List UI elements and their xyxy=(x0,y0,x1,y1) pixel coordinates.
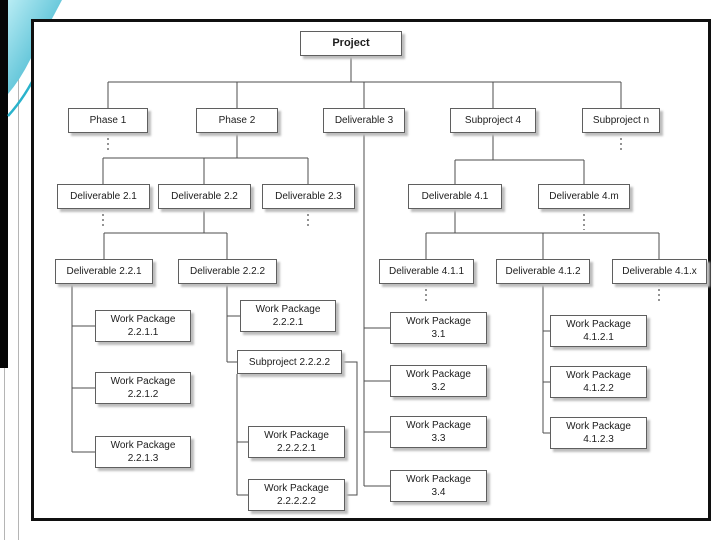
node-deliverable-2-2-2: Deliverable 2.2.2 xyxy=(178,259,277,284)
node-deliverable-4-1-x: Deliverable 4.1.x xyxy=(612,259,707,284)
node-phase-1: Phase 1 xyxy=(68,108,148,133)
left-strip-line xyxy=(18,0,19,540)
node-deliverable-4-1-1: Deliverable 4.1.1 xyxy=(379,259,474,284)
node-deliverable-3: Deliverable 3 xyxy=(323,108,405,133)
left-black-bar xyxy=(0,0,8,368)
node-deliverable-2-2: Deliverable 2.2 xyxy=(158,184,251,209)
node-project: Project xyxy=(300,31,402,56)
node-phase-2: Phase 2 xyxy=(196,108,278,133)
node-deliverable-4-m: Deliverable 4.m xyxy=(538,184,630,209)
node-subproject-n: Subproject n xyxy=(582,108,660,133)
node-subproject-2-2-2-2: Subproject 2.2.2.2 xyxy=(237,350,342,374)
node-deliverable-2-2-1: Deliverable 2.2.1 xyxy=(55,259,153,284)
node-deliverable-4-1: Deliverable 4.1 xyxy=(408,184,502,209)
node-deliverable-2-1: Deliverable 2.1 xyxy=(57,184,150,209)
node-deliverable-4-1-2: Deliverable 4.1.2 xyxy=(496,259,590,284)
node-subproject-4: Subproject 4 xyxy=(450,108,536,133)
node-deliverable-2-3: Deliverable 2.3 xyxy=(262,184,355,209)
